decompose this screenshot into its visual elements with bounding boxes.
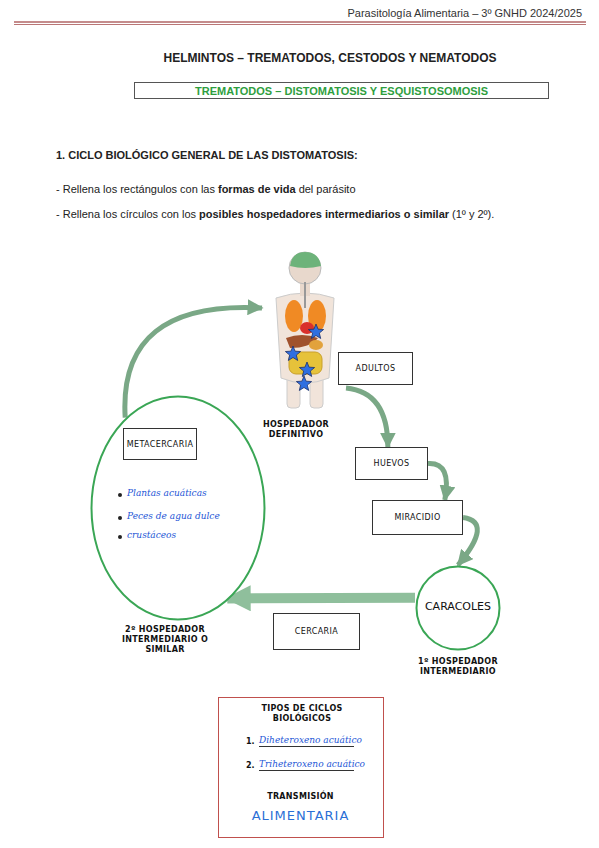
- parasite-star: [308, 324, 323, 338]
- node-text: Diheteroxeno acuático: [259, 735, 354, 747]
- host-figure: HOSPEDADOR DEFINITIVO: [262, 248, 346, 448]
- instruction-text: (1º y 2º).: [452, 208, 494, 220]
- node-text: ADULTOS: [356, 364, 396, 373]
- header-rule: [14, 24, 586, 25]
- cycle-arrow: [346, 388, 388, 447]
- ellipse-shape: [92, 397, 265, 620]
- stage-box: HUEVOS: [355, 447, 428, 480]
- text-line: - Rellena los círculos con losposibles h…: [56, 208, 497, 220]
- node-text: ALIMENTARIA: [219, 808, 382, 823]
- text-line: Parasitología Alimentaria – 3º GNHD 2024…: [0, 7, 585, 19]
- header-rule: [14, 21, 586, 22]
- stage-box: MIRACIDIO: [372, 500, 463, 535]
- stage-box: ADULTOS: [338, 352, 413, 385]
- head: [289, 252, 321, 284]
- bullet-dot: [118, 535, 122, 539]
- node-text: MIRACIDIO: [394, 513, 440, 522]
- node-text: 2.: [246, 761, 255, 770]
- node-text: HOSPEDADOR DEFINITIVO: [256, 420, 336, 440]
- instruction-emphasis: posibles hospedadores intermediarios o s…: [199, 208, 449, 220]
- instruction-text: del parásito: [299, 183, 356, 195]
- trachea: [304, 282, 306, 308]
- node-text: HUEVOS: [373, 459, 409, 468]
- node-text: 1º HOSPEDADOR INTERMEDIARIO: [410, 657, 506, 677]
- cycle-arrow: [227, 593, 415, 604]
- host-ellipse: Plantas acuáticasPeces de agua dulce crus…: [90, 395, 266, 621]
- text-line: - Rellena los rectángulos con lasformas …: [56, 183, 359, 195]
- cycle-arrow: [428, 463, 446, 500]
- stage-box: METACERCARIA: [123, 428, 197, 460]
- node-text: METACERCARIA: [127, 440, 194, 449]
- node-text: TREMATODOS – DISTOMATOSIS Y ESQUISTOSOMO…: [195, 85, 488, 97]
- page-header: Parasitología Alimentaria – 3º GNHD 2024…: [347, 7, 582, 19]
- bullet-dot: [118, 493, 122, 497]
- section-heading: 1. CICLO BIOLÓGICO GENERAL DE LAS DISTOM…: [56, 149, 358, 161]
- node-text: 2º HOSPEDADOR INTERMEDIARIO O SIMILAR: [119, 625, 211, 655]
- text-line: 1. CICLO BIOLÓGICO GENERAL DE LAS DISTOM…: [56, 149, 361, 161]
- node-text: Triheteroxeno acuático: [259, 759, 354, 771]
- stomach: [309, 340, 323, 350]
- node-text: CARACOLES: [415, 600, 501, 613]
- parasite-star: [285, 346, 300, 360]
- node-text: TRANSMISIÓN: [219, 792, 382, 802]
- node-text: crustáceos: [127, 530, 176, 540]
- page-title: HELMINTOS – TREMATODOS, CESTODOS Y NEMAT…: [60, 51, 599, 65]
- section-band: TREMATODOS – DISTOMATOSIS Y ESQUISTOSOMO…: [134, 82, 549, 99]
- cycle-types-panel: TIPOS DE CICLOS BIOLÓGICOS 1. Diheteroxeno…: [218, 697, 384, 838]
- node-text: Plantas acuáticas: [127, 488, 207, 498]
- bullet-dot: [118, 516, 122, 520]
- brain: [290, 252, 321, 268]
- instruction-text: - Rellena los rectángulos con las: [56, 183, 215, 195]
- stage-box: CERCARIA: [273, 613, 360, 650]
- instruction-emphasis: formas de vida: [218, 183, 296, 195]
- human-body: [276, 252, 334, 408]
- parasite-star: [296, 376, 311, 390]
- instruction-text: - Rellena los círculos con los: [56, 208, 196, 220]
- node-text: TIPOS DE CICLOS BIOLÓGICOS: [247, 704, 357, 724]
- parasite-star: [299, 362, 314, 376]
- host-circle: CARACOLES1º HOSPEDADOR INTERMEDIARIO: [415, 565, 501, 651]
- node-text: CERCARIA: [295, 627, 338, 636]
- node-text: 1.: [246, 737, 255, 746]
- node-text: Peces de agua dulce: [127, 511, 220, 521]
